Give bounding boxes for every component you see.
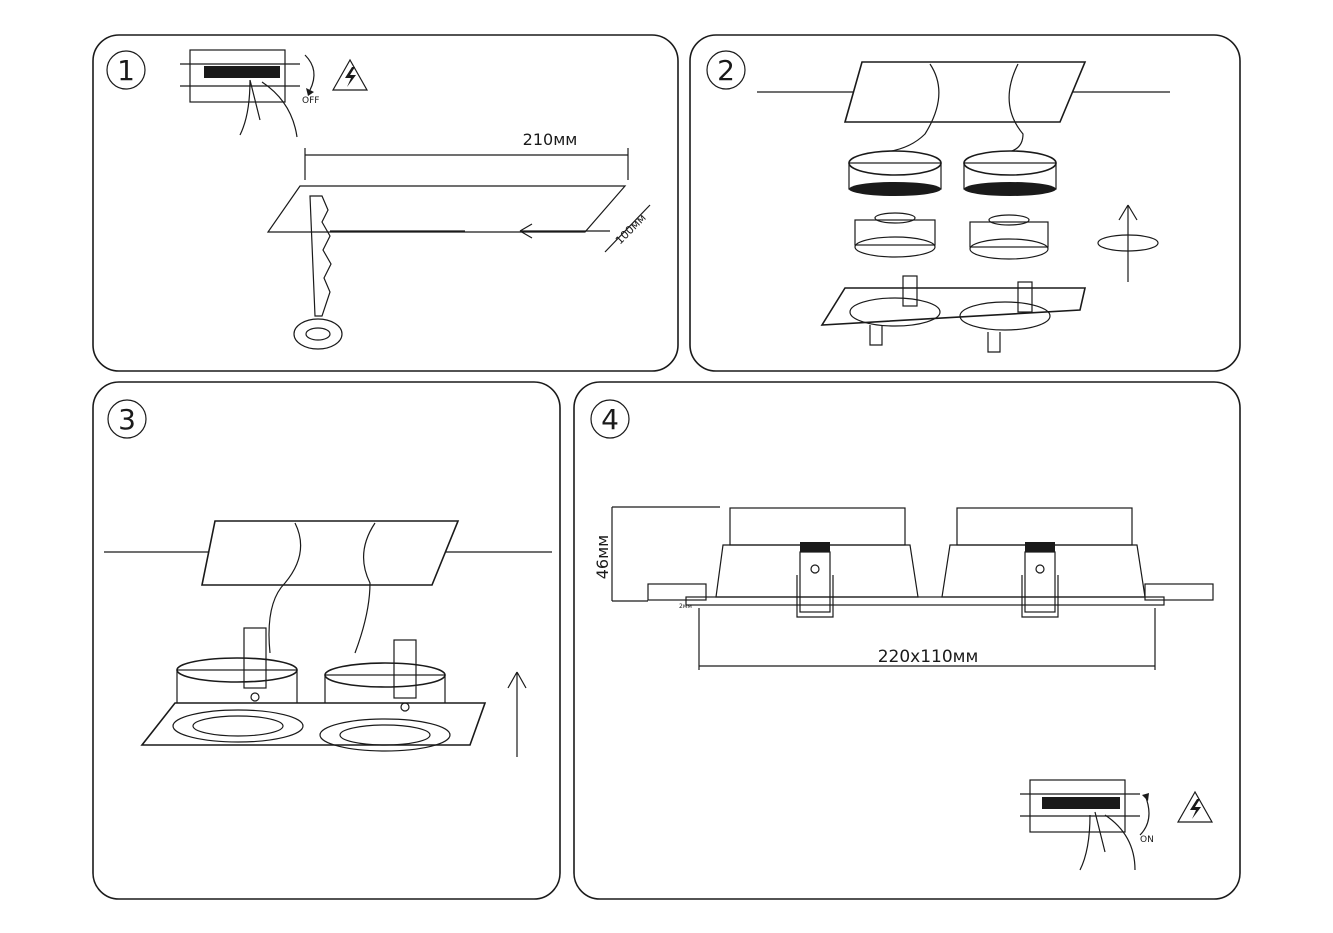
panel-step-1 — [92, 34, 679, 372]
ceiling-board-drawing — [104, 520, 552, 654]
svg-text:220x110мм: 220x110мм — [878, 647, 979, 667]
up-arrow-icon — [507, 671, 527, 757]
step-number-4: 4 — [590, 399, 630, 439]
lamp-gu10-icon — [854, 212, 1049, 260]
breaker-panel-off-icon: OFF — [180, 49, 319, 138]
svg-text:1: 1 — [117, 54, 135, 87]
svg-text:46мм: 46мм — [593, 535, 612, 580]
step-number-1: 1 — [106, 50, 146, 90]
panel-step-4 — [573, 381, 1241, 900]
saw-icon — [293, 195, 343, 350]
svg-text:210мм: 210мм — [523, 130, 578, 149]
svg-text:ON: ON — [1140, 835, 1154, 845]
led-module-icon — [848, 150, 1057, 196]
svg-text:2мм: 2мм — [679, 603, 692, 610]
rotate-up-arrow-icon — [1097, 204, 1159, 282]
double-frame-drawing — [820, 275, 1087, 353]
assembled-fixture-drawing — [140, 627, 487, 752]
high-voltage-warning-icon — [331, 58, 369, 91]
svg-text:4: 4 — [601, 403, 619, 436]
ceiling-board-drawing — [757, 61, 1170, 153]
height-dimension: 46мм 2мм — [593, 506, 720, 610]
panel-step-3 — [92, 381, 561, 900]
step-number-3: 3 — [107, 399, 147, 439]
cross-section-drawing — [647, 507, 1214, 618]
step-number-2: 2 — [706, 50, 746, 90]
svg-text:2: 2 — [717, 54, 735, 87]
svg-text:OFF: OFF — [302, 96, 319, 106]
svg-text:3: 3 — [118, 403, 136, 436]
cutout-dimension: 220x110мм — [698, 608, 1156, 670]
panel-step-2 — [689, 34, 1241, 372]
breaker-panel-on-icon: ON — [1020, 779, 1154, 871]
high-voltage-warning-icon — [1176, 790, 1214, 823]
